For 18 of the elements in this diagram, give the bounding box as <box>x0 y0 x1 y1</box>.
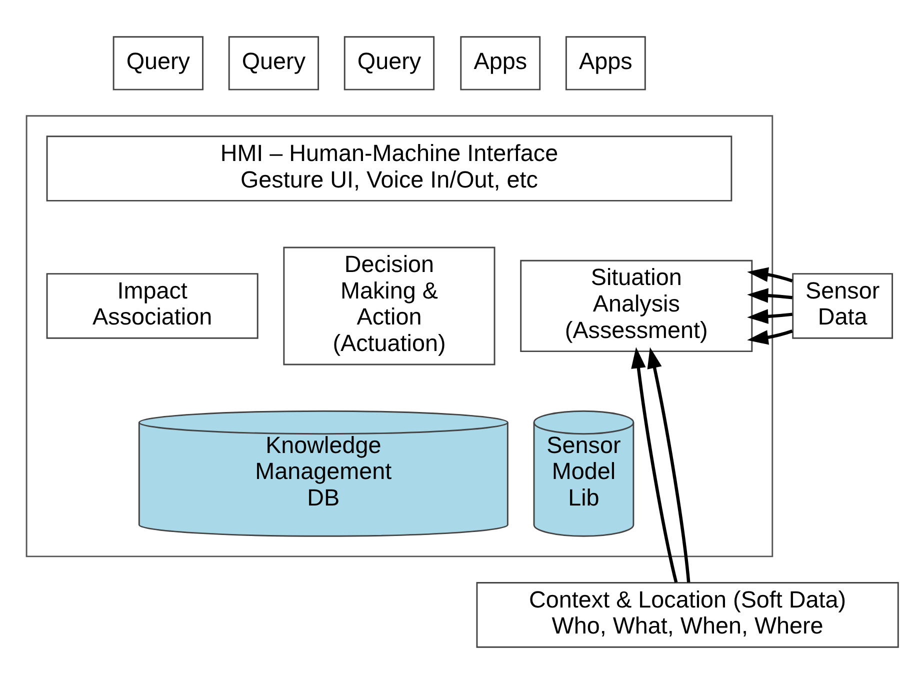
node-box: Query <box>228 36 319 90</box>
arrow <box>630 346 678 582</box>
arrow <box>746 266 792 282</box>
node-box: Situation Analysis (Assessment) <box>520 259 752 352</box>
node-box: HMI – Human-Machine Interface Gesture UI, Voice In/Out, etc <box>46 135 732 201</box>
arrow <box>646 346 690 582</box>
node-box: Apps <box>564 36 646 90</box>
node-box: Query <box>112 36 203 90</box>
node-box: Apps <box>460 36 540 90</box>
cluster <box>25 114 773 557</box>
arrow <box>746 288 792 302</box>
node-box: Context & Location (Soft Data) Who, What, When, Where <box>476 582 898 648</box>
node-box: Sensor Data <box>792 272 893 338</box>
node-box: Decision Making & Action (Actuation) <box>282 246 495 365</box>
arrow <box>746 329 792 344</box>
arrow <box>746 308 792 324</box>
node-box: Impact Association <box>46 272 258 338</box>
node-box: Query <box>343 36 434 90</box>
